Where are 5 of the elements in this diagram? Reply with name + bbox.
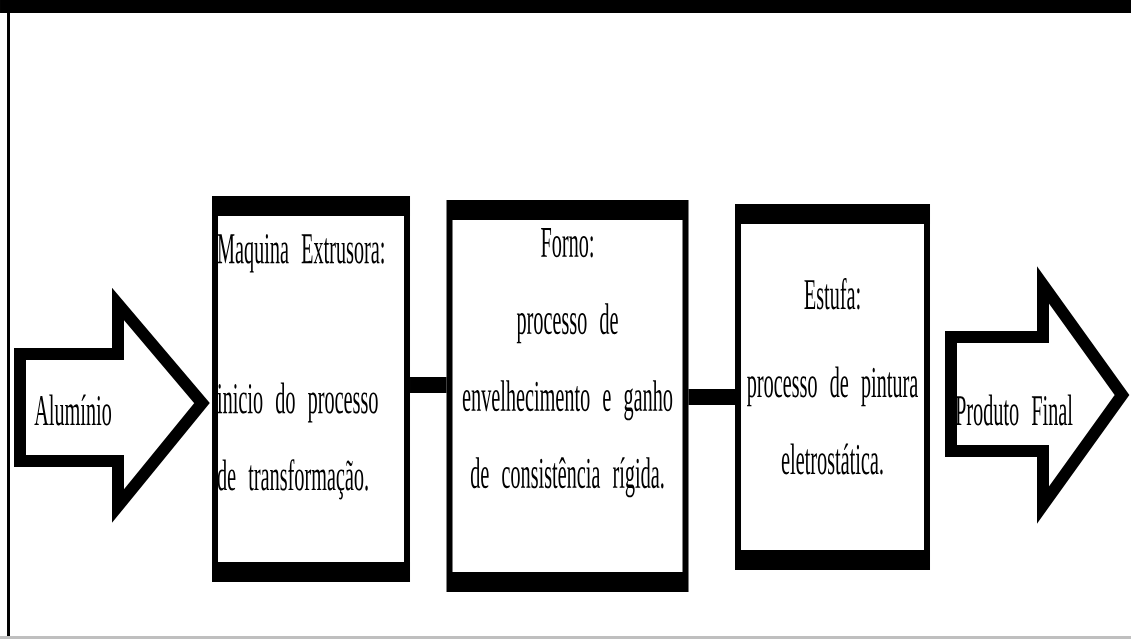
connector-line	[410, 377, 447, 393]
process-box: Maquina Extrusora: inicio do processo de transformação.	[212, 196, 410, 582]
process-box: Estufa: processo de pintura eletrostática.	[735, 204, 930, 570]
connector-line	[688, 389, 735, 405]
process-box: Forno: processo de envelhecimento e ganho de consistência rígida.	[446, 200, 689, 592]
